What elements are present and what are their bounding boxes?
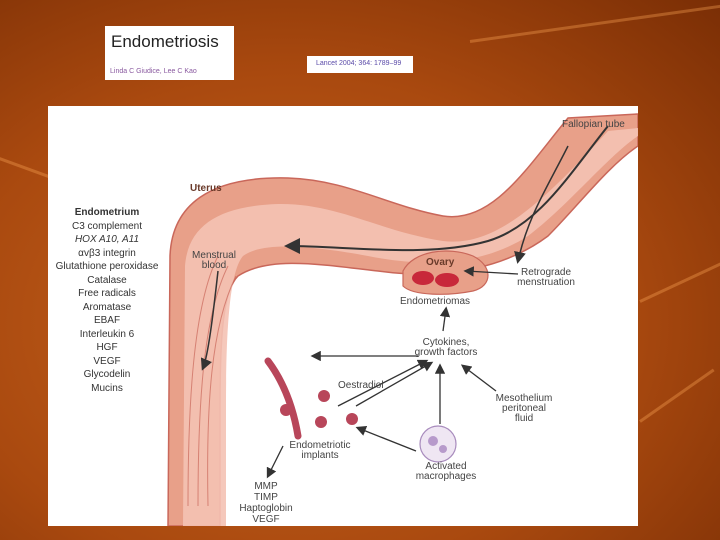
diagram-illustration — [167, 113, 638, 526]
endometrium-factor: Glutathione peroxidase — [55, 261, 159, 272]
implant-factor: MMP — [254, 481, 278, 492]
label-endometriotic-line: Endometriotic — [289, 440, 351, 451]
macrophage-nucleus — [439, 445, 447, 453]
endometrium-factor: Mucins — [91, 382, 123, 394]
label-peritoneal-line: peritoneal — [502, 403, 546, 414]
label-retrograde-line: Retrograde — [520, 267, 572, 278]
implant-factor: TIMP — [254, 492, 278, 503]
slide-authors: Linda C Giudice, Lee C Kao — [110, 68, 197, 75]
label-activated-macrophages: Activated macrophages — [408, 462, 484, 482]
citation-box: Lancet 2004; 364: 1789–99 — [307, 56, 413, 73]
title-box: Endometriosis Linda C Giudice, Lee C Kao — [105, 26, 234, 80]
label-activated-line: Activated — [425, 461, 467, 472]
implant-factors-arrow — [266, 445, 284, 479]
slide-title: Endometriosis — [111, 32, 219, 51]
implant-nodule — [280, 404, 292, 416]
label-retrograde-menstruation: Retrograde menstruation — [510, 268, 582, 288]
endometrium-factor-list: Endometrium C3 complement HOX A10, A11 α… — [48, 206, 166, 395]
label-mesothelium: Mesothelium peritoneal fluid — [488, 394, 560, 424]
macrophage-implant-arrow — [355, 426, 417, 452]
endometrium-factor: Glycodelin — [83, 369, 131, 380]
menstrual-blood-arrow — [200, 270, 219, 371]
endometrium-factor: VEGF — [93, 355, 121, 367]
label-menstrual-line: Menstrual — [192, 250, 236, 261]
label-endometriomas: Endometriomas — [400, 296, 471, 307]
endometriosis-diagram: Fallopian tube Uterus Menstrual blood Ov… — [48, 106, 638, 526]
label-oestradiol: Oestradiol — [338, 380, 384, 391]
label-endometriotic-implants: Endometriotic implants — [280, 441, 360, 461]
implant-nodule — [346, 413, 358, 425]
citation: Lancet 2004; 364: 1789–99 — [316, 60, 402, 67]
retrograde-label-arrow — [463, 266, 519, 277]
endometrioma-spot — [412, 271, 434, 285]
endometrium-lining — [183, 128, 638, 526]
oestradiol-arrow — [355, 361, 434, 407]
background-streak — [469, 3, 720, 43]
label-macrophages-line: macrophages — [415, 471, 477, 482]
label-cytokines-line: Cytokines, — [422, 337, 470, 348]
retrograde-flow-arrow — [284, 125, 609, 255]
label-ovary: Ovary — [426, 257, 455, 268]
endometrium-factor: Interleukin 6 — [79, 328, 135, 340]
label-uterus: Uterus — [190, 183, 222, 194]
macrophage-cell — [419, 425, 457, 463]
background-streak — [639, 368, 715, 423]
endometrium-factor: Catalase — [87, 274, 127, 286]
label-fluid-line: fluid — [514, 413, 534, 424]
implant-factor: Haptoglobin — [239, 503, 293, 514]
oestradiol-arrow — [337, 359, 429, 407]
label-menstruation-line: menstruation — [517, 277, 575, 288]
label-growth-factors-line: growth factors — [414, 347, 478, 358]
implant-nodule — [318, 390, 330, 402]
endometrium-factor: αvβ3 integrin — [78, 247, 136, 259]
endometrioma-arrow — [439, 306, 451, 332]
label-fallopian-tube: Fallopian tube — [562, 119, 625, 130]
endometrium-factor: EBAF — [93, 315, 121, 326]
implant-factor-list: MMP TIMP Haptoglobin VEGF — [226, 481, 306, 525]
endometrioma-spot — [435, 273, 459, 287]
label-implants-line: implants — [301, 450, 339, 461]
endometrium-heading: Endometrium — [74, 207, 140, 218]
background-streak — [639, 257, 720, 303]
implant-nodule — [315, 416, 327, 428]
endometrium-factor: HGF — [96, 342, 118, 353]
mesothelium-arrow — [460, 364, 497, 392]
label-blood-line: blood — [201, 260, 227, 271]
implant-strand — [264, 357, 302, 440]
retrograde-flow-arrow — [514, 145, 569, 264]
endometrium-factor: Aromatase — [82, 301, 132, 313]
label-mesothelium-line: Mesothelium — [495, 393, 553, 404]
endometrium-factor: HOX A10, A11 — [74, 234, 140, 245]
label-cytokines: Cytokines, growth factors — [411, 338, 481, 358]
label-menstrual-blood: Menstrual blood — [184, 251, 244, 271]
implant-factor: VEGF — [252, 514, 280, 525]
macrophage-nucleus — [428, 436, 438, 446]
endometrium-factor: C3 complement — [71, 220, 143, 232]
endometrium-factor: Free radicals — [78, 288, 136, 299]
